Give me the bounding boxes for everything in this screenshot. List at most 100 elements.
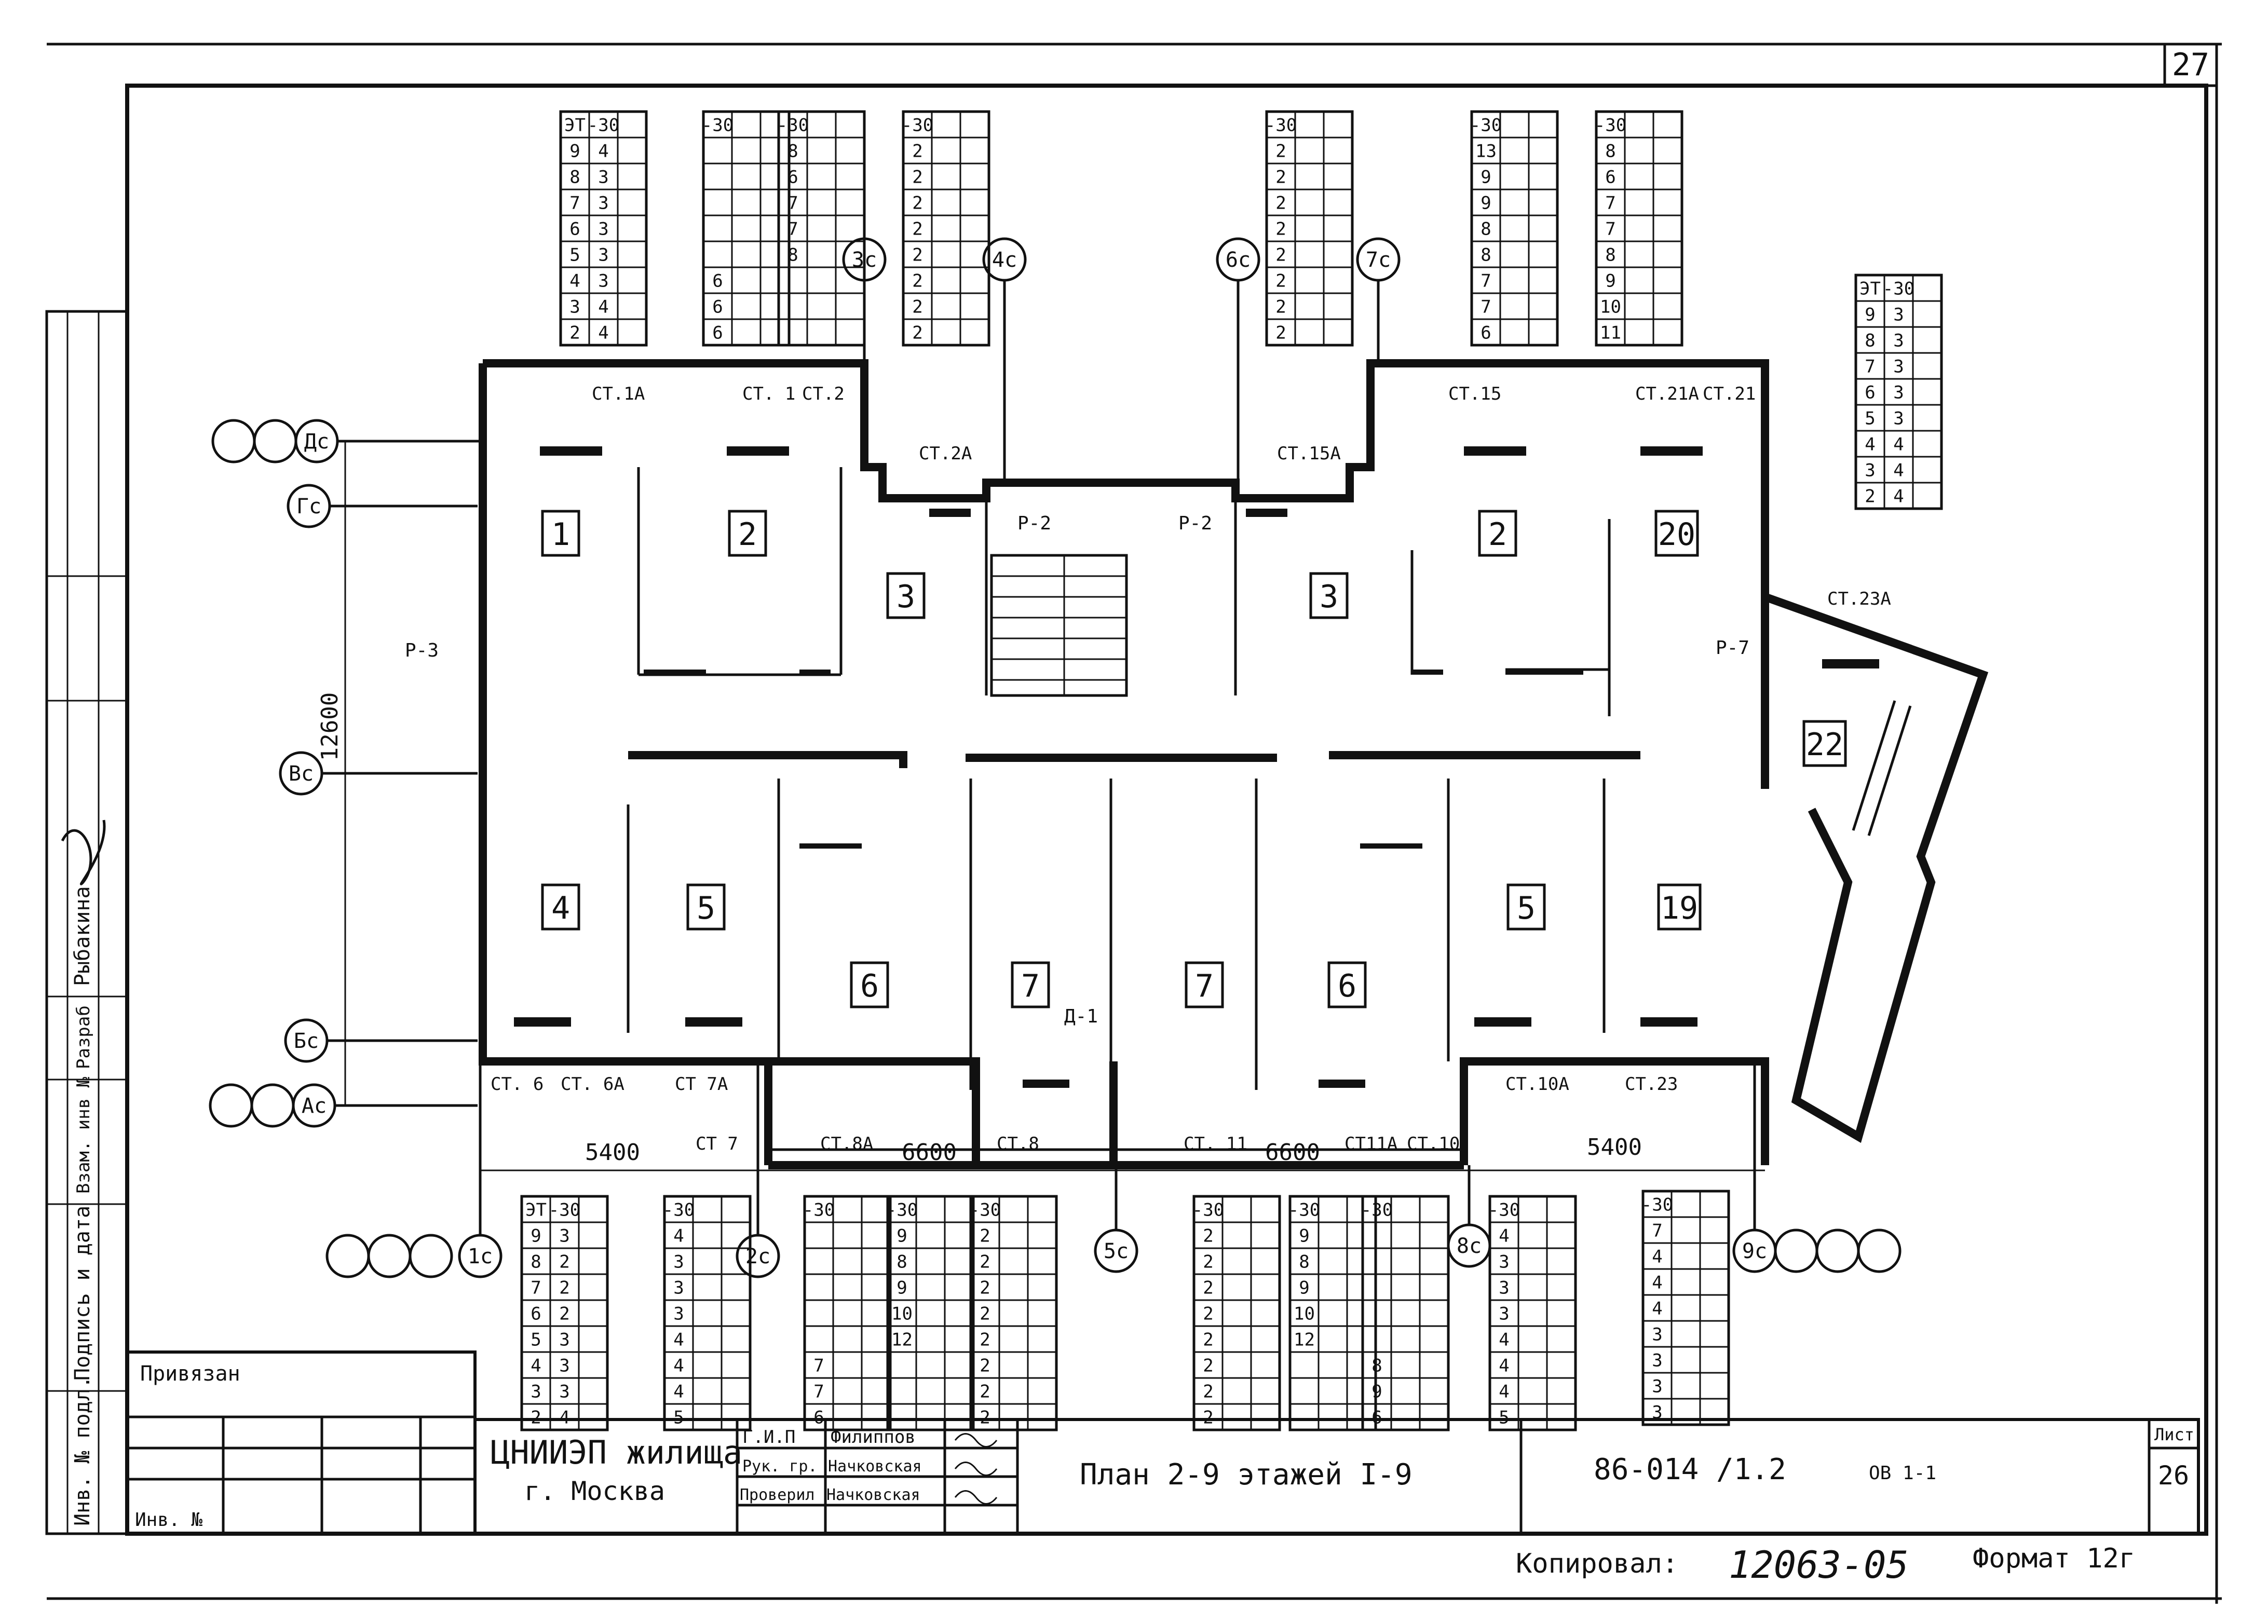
table-header-cell: -30 xyxy=(1361,1200,1393,1221)
room-3-left: 3 xyxy=(897,579,915,615)
table-cell: 6 xyxy=(1865,383,1875,403)
dim-6600-right: 6600 xyxy=(1265,1139,1320,1166)
table-cell: 7 xyxy=(813,1382,824,1402)
table-cell: 2 xyxy=(1275,141,1286,162)
table-cell: 8 xyxy=(787,141,798,162)
table-cell: 6 xyxy=(531,1304,541,1325)
room-6-right: 6 xyxy=(1338,968,1356,1004)
table-cell: 6 xyxy=(1605,167,1615,188)
table-cell: 8 xyxy=(531,1252,541,1273)
table-cell: 3 xyxy=(1499,1252,1509,1273)
axis-1c: 1с xyxy=(468,1245,493,1268)
signature-marks xyxy=(954,1433,998,1505)
room-20: 20 xyxy=(1658,516,1695,553)
table-cell: 3 xyxy=(1893,357,1904,377)
room-5-right: 5 xyxy=(1517,890,1536,926)
riser-st10: СТ.10 xyxy=(1407,1134,1460,1154)
table-cell: 3 xyxy=(1652,1376,1662,1397)
table-cell: 2 xyxy=(912,245,922,266)
title-block: Привязан Инв. № ЦНИИЭП жилища г. Москва … xyxy=(126,1350,2200,1535)
table-cell: 3 xyxy=(569,297,580,318)
table-cell: 6 xyxy=(1481,323,1491,344)
table-cell: 2 xyxy=(1203,1278,1213,1299)
table-cell: 6 xyxy=(712,323,723,344)
riser-st11a: СТ11А xyxy=(1344,1134,1397,1154)
table-cell: 10 xyxy=(1600,297,1621,318)
table-cell: 4 xyxy=(1893,434,1904,455)
axis-gc: Гс xyxy=(296,495,321,518)
table-cell: 2 xyxy=(980,1408,990,1428)
table-cell: 7 xyxy=(531,1278,541,1299)
table-cell: 2 xyxy=(980,1356,990,1376)
table-cell: 4 xyxy=(1499,1356,1509,1376)
dim-12600: 12600 xyxy=(317,692,343,761)
table-header-cell: -30 xyxy=(1488,1200,1520,1221)
riser-st2a: СТ.2А xyxy=(919,443,972,464)
axis-7c: 7с xyxy=(1366,248,1391,272)
list-number: 26 xyxy=(2158,1461,2189,1491)
table-cell: 7 xyxy=(787,219,798,240)
room-2-left: 2 xyxy=(738,516,757,553)
table-cell: 6 xyxy=(787,167,798,188)
table-cell: 4 xyxy=(598,141,608,162)
table-cell: 2 xyxy=(1275,167,1286,188)
riser-st21a: СТ.21А xyxy=(1635,384,1699,404)
table-cell: 7 xyxy=(1481,297,1491,318)
table-cell: 6 xyxy=(712,297,723,318)
table-cell: 2 xyxy=(980,1304,990,1325)
table-cell: 9 xyxy=(1481,167,1491,188)
table-header-cell: -30 xyxy=(663,1200,695,1221)
table-cell: 7 xyxy=(1605,219,1615,240)
strip-razrab: Разраб xyxy=(73,1005,94,1069)
table-cell: 4 xyxy=(1893,486,1904,507)
table-cell: 4 xyxy=(1499,1330,1509,1350)
room-22: 22 xyxy=(1806,727,1843,763)
project-code: 86-014 /1.2 xyxy=(1594,1453,1786,1486)
axis-4c: 4с xyxy=(992,248,1017,272)
table-cell: 2 xyxy=(980,1382,990,1402)
dim-5400-right: 5400 xyxy=(1587,1134,1642,1161)
table-cell: 6 xyxy=(813,1408,824,1428)
axis-9c: 9с xyxy=(1742,1239,1767,1263)
table-cell: 2 xyxy=(1203,1382,1213,1402)
table-cell: 10 xyxy=(891,1304,913,1325)
axis-8c: 8с xyxy=(1457,1234,1482,1258)
table-cell: 2 xyxy=(912,297,922,318)
table-header-cell: -30 xyxy=(902,115,933,136)
table-cell: 2 xyxy=(1203,1356,1213,1376)
table-cell: 2 xyxy=(980,1252,990,1273)
table-cell: 8 xyxy=(897,1252,907,1273)
table-cell: 9 xyxy=(897,1278,907,1299)
table-cell: 5 xyxy=(569,245,580,266)
table-cell: 8 xyxy=(1605,245,1615,266)
table-cell: 4 xyxy=(598,297,608,318)
table-cell: 7 xyxy=(1652,1221,1662,1241)
riser-st23a: СТ.23А xyxy=(1827,589,1891,609)
table-cell: 4 xyxy=(1499,1382,1509,1402)
table-cell: 3 xyxy=(1652,1350,1662,1371)
axis-vc: Вс xyxy=(289,762,314,786)
table-cell: 2 xyxy=(912,193,922,214)
table-header-cell: -30 xyxy=(803,1200,835,1221)
table-cell: 2 xyxy=(1275,219,1286,240)
table-cell: 8 xyxy=(1481,219,1491,240)
table-cell: 4 xyxy=(1893,460,1904,481)
table-cell: 9 xyxy=(569,141,580,162)
pipe-p2-left: Р-2 xyxy=(1017,513,1051,534)
strip-rybakina: Рыбакина xyxy=(71,886,94,986)
riser-st1a: СТ.1А xyxy=(592,384,645,404)
table-cell: 2 xyxy=(1203,1408,1213,1428)
room-5-left: 5 xyxy=(697,890,715,926)
riser-st1: СТ. 1 xyxy=(742,384,795,404)
table-cell: 2 xyxy=(1203,1304,1213,1325)
table-cell: 3 xyxy=(598,245,608,266)
riser-st7: СТ 7 xyxy=(696,1134,738,1154)
list-label: Лист xyxy=(2154,1425,2194,1444)
